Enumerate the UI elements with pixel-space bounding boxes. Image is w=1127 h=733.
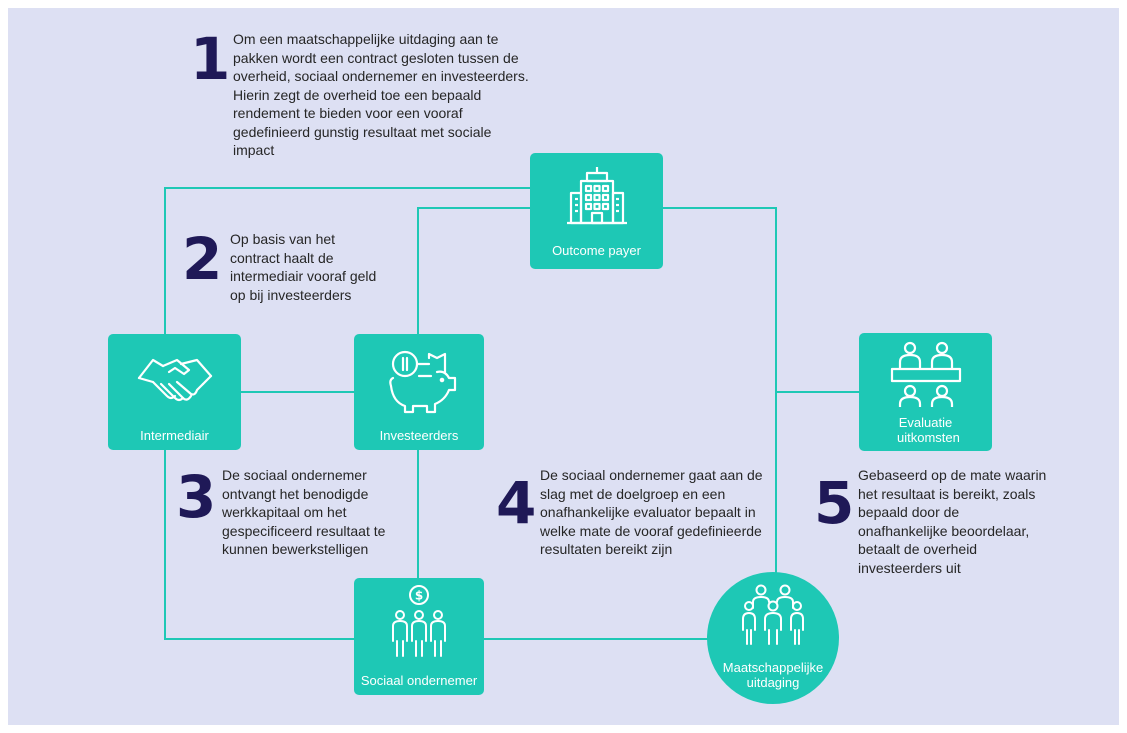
diagram-canvas: Outcome payer Intermediair (8, 8, 1119, 725)
step-2-text: Op basis van het contract haalt de inter… (230, 231, 377, 303)
meeting-table-icon (890, 341, 961, 407)
connector-lines (164, 187, 859, 640)
connector-intermediair-outcome-payer (164, 187, 530, 334)
node-intermediair: Intermediair (108, 334, 241, 450)
piggy-bank-icon (389, 350, 457, 414)
connector-outcome-payer-maatschappelijke-uitdaging (663, 207, 777, 586)
node-label-evaluatie-uitkomsten: Evaluatie uitkomsten (897, 415, 960, 445)
node-label-sociaal-ondernemer: Sociaal ondernemer (360, 673, 478, 688)
node-outcome-payer: Outcome payer (530, 153, 663, 269)
building-icon (566, 167, 627, 225)
connector-intermediair-sociaal-ondernemer (164, 450, 354, 640)
node-investeerders: Investeerders (354, 334, 484, 450)
node-label-investeerders: Investeerders (379, 428, 459, 443)
step-1-text: Om een maatschappelijke uitdaging aan te… (233, 31, 529, 158)
step-2-number: 2 (182, 225, 223, 293)
node-label-intermediair: Intermediair (140, 428, 209, 443)
step-5-text: Gebaseerd op de mate waarin het resultaa… (858, 467, 1047, 576)
step-4-number: 4 (496, 469, 537, 537)
node-label-outcome-payer: Outcome payer (552, 243, 641, 258)
svg-text:$: $ (415, 589, 423, 603)
node-maatschappelijke-uitdaging: Maatschappelijke uitdaging (707, 572, 839, 704)
people-coin-icon: $ (392, 585, 446, 657)
node-label-maatschappelijke-uitdaging: Maatschappelijke uitdaging (722, 660, 824, 690)
step-3-text: De sociaal ondernemer ontvangt het benod… (222, 467, 386, 557)
step-5-number: 5 (814, 469, 855, 537)
handshake-icon (137, 358, 212, 402)
node-evaluatie-uitkomsten: Evaluatie uitkomsten (859, 333, 992, 451)
step-4-text: De sociaal ondernemer gaat aan de slag m… (540, 467, 763, 557)
group-icon (742, 584, 804, 645)
connector-investeerders-outcome-payer (417, 207, 530, 334)
step-3-number: 3 (176, 463, 217, 531)
node-sociaal-ondernemer: $ Sociaal ondernemer (354, 578, 484, 695)
step-1-number: 1 (190, 25, 231, 93)
